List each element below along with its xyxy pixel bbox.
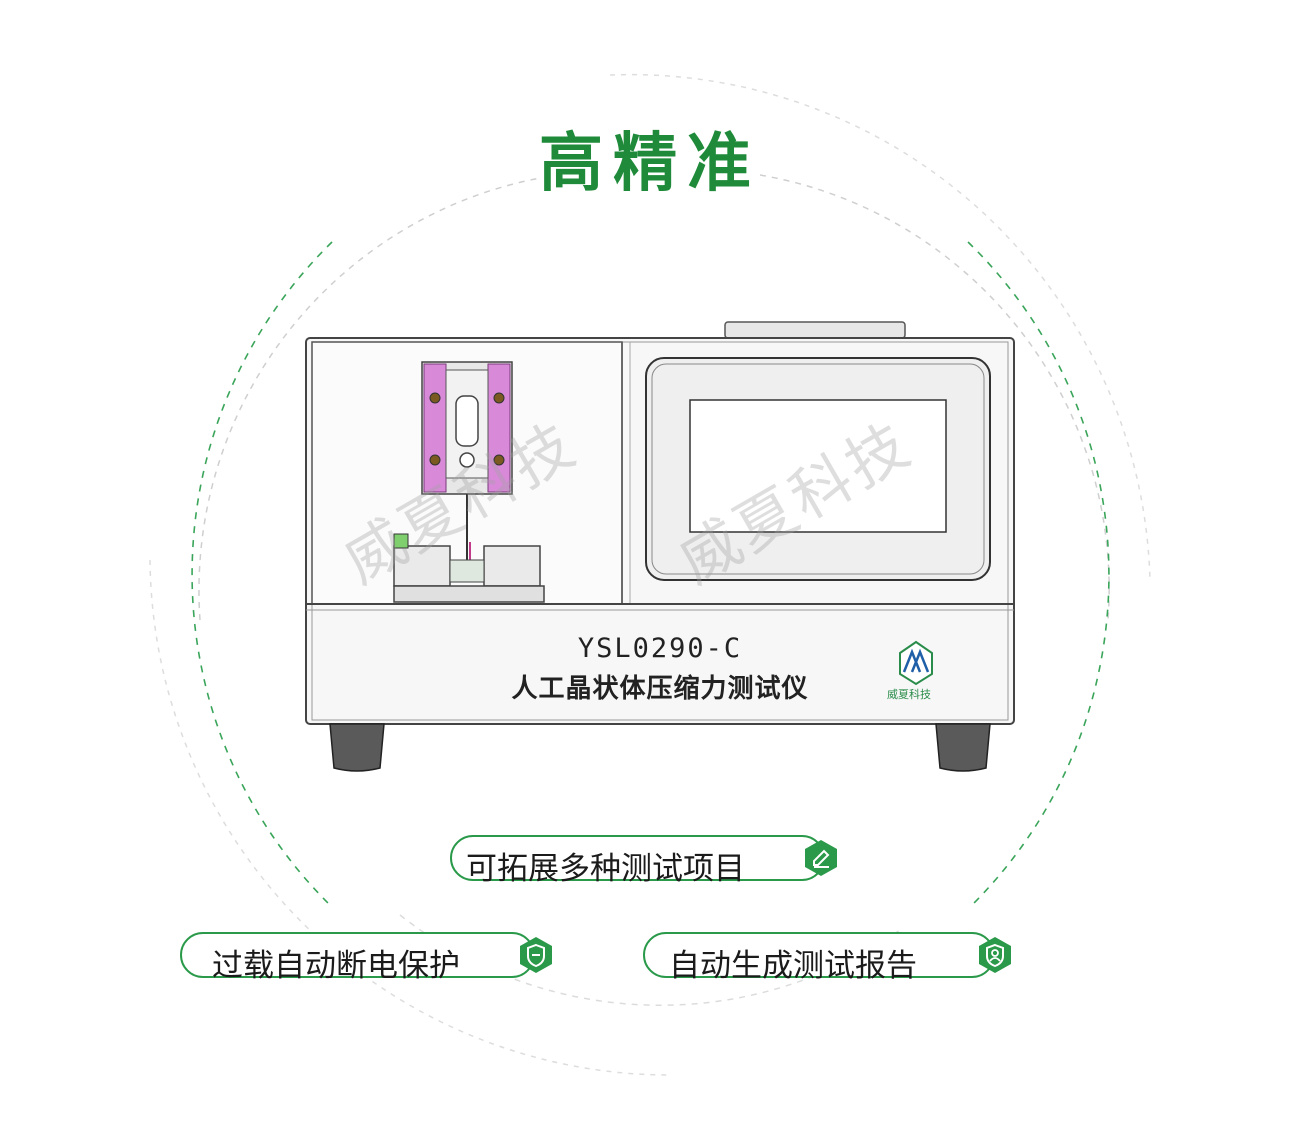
edit-icon [805, 840, 837, 876]
device-illustration [305, 321, 1015, 772]
device-name: 人工晶状体压缩力测试仪 [511, 674, 809, 704]
device-model: YSL0290-C [577, 633, 743, 664]
brand-label: 威夏科技 [887, 688, 931, 701]
headline-title: 高精准 [539, 127, 761, 201]
feature-label: 自动生成测试报告 [669, 948, 917, 984]
feature-pill-auto-report: 自动生成测试报告 [643, 932, 995, 984]
feature-label: 过载自动断电保护 [212, 948, 460, 984]
feature-pill-expandable-tests: 可拓展多种测试项目 [450, 835, 825, 887]
shield-icon [520, 937, 552, 973]
user-shield-icon [979, 937, 1011, 973]
feature-pill-overload-protection: 过载自动断电保护 [180, 932, 535, 984]
feature-label: 可拓展多种测试项目 [466, 851, 745, 887]
